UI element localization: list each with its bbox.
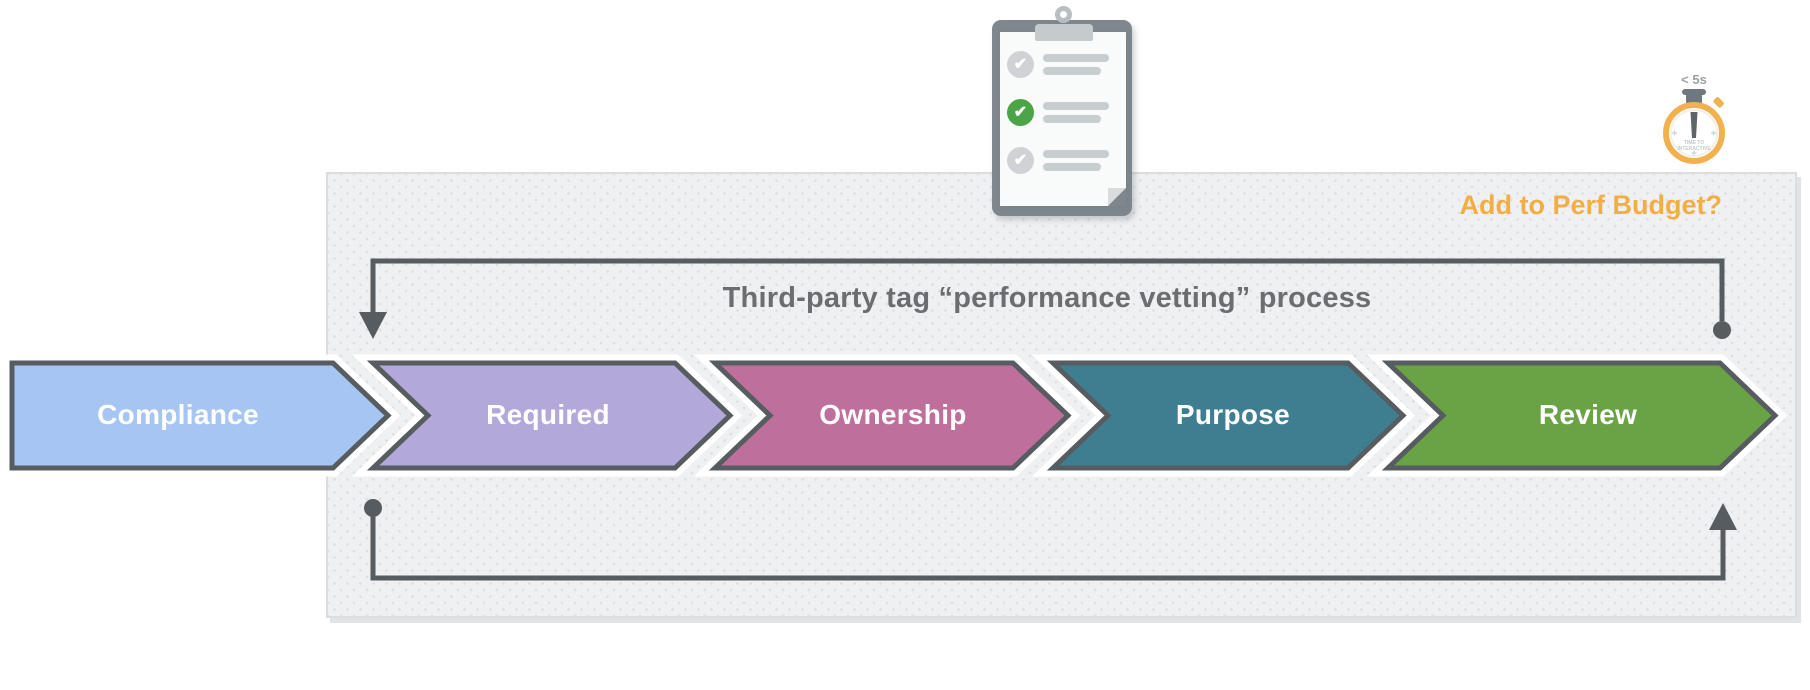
- perf-budget-question: Add to Perf Budget?: [1459, 190, 1722, 220]
- stage-arrow-purpose: [1046, 360, 1407, 471]
- check-circle-icon: ✔: [1007, 50, 1034, 78]
- dial-label-line2: INTERACTIVE: [1677, 146, 1711, 152]
- stage-arrow-required: [366, 360, 734, 471]
- stage-arrow-review: [1381, 360, 1779, 471]
- connector-dot: [1713, 321, 1731, 339]
- checklist-text-lines: [1043, 53, 1109, 75]
- checklist-text-lines: [1043, 101, 1109, 123]
- stopwatch-caption: < 5s: [1681, 72, 1707, 87]
- check-circle-checked-icon: ✔: [1007, 98, 1034, 126]
- stage-label-compliance: Compliance: [97, 399, 259, 430]
- clipboard-icon: ✔ ✔ ✔: [985, 2, 1145, 227]
- stage-label-review: Review: [1538, 399, 1638, 430]
- checklist-text-lines: [1043, 149, 1109, 171]
- stage-arrow-compliance: [9, 360, 392, 471]
- check-circle-icon: ✔: [1007, 146, 1034, 174]
- stage-label-ownership: Ownership: [819, 399, 967, 430]
- top-loop-connector: [359, 258, 1731, 339]
- stopwatch-icon: < 5s TIME TO INTERACTIVE: [1648, 68, 1740, 172]
- arrowhead-up-icon: [1709, 503, 1737, 530]
- arrowhead-down-icon: [359, 312, 387, 339]
- dial-label-line1: TIME TO: [1684, 140, 1704, 146]
- stage-shapes: [9, 360, 1779, 471]
- stage-arrow-ownership: [708, 360, 1072, 471]
- stage-label-required: Required: [486, 399, 610, 430]
- stage-label-purpose: Purpose: [1175, 399, 1291, 430]
- stopwatch-dial: TIME TO INTERACTIVE: [1663, 89, 1725, 164]
- checklist-item: ✔: [1007, 98, 1119, 126]
- clipboard-clip: [1035, 24, 1093, 41]
- clipboard-paper-fold: [1108, 188, 1126, 206]
- checklist-item: ✔: [1007, 50, 1119, 78]
- dial-tick-marks: [1672, 130, 1716, 156]
- stopwatch-needle: [1690, 112, 1698, 138]
- clipboard-ring: [1055, 6, 1072, 23]
- flow-title: Third-party tag “performance vetting” pr…: [722, 282, 1372, 314]
- bottom-loop-connector: [364, 499, 1737, 581]
- checklist-item: ✔: [1007, 146, 1119, 174]
- connector-dot: [364, 499, 382, 517]
